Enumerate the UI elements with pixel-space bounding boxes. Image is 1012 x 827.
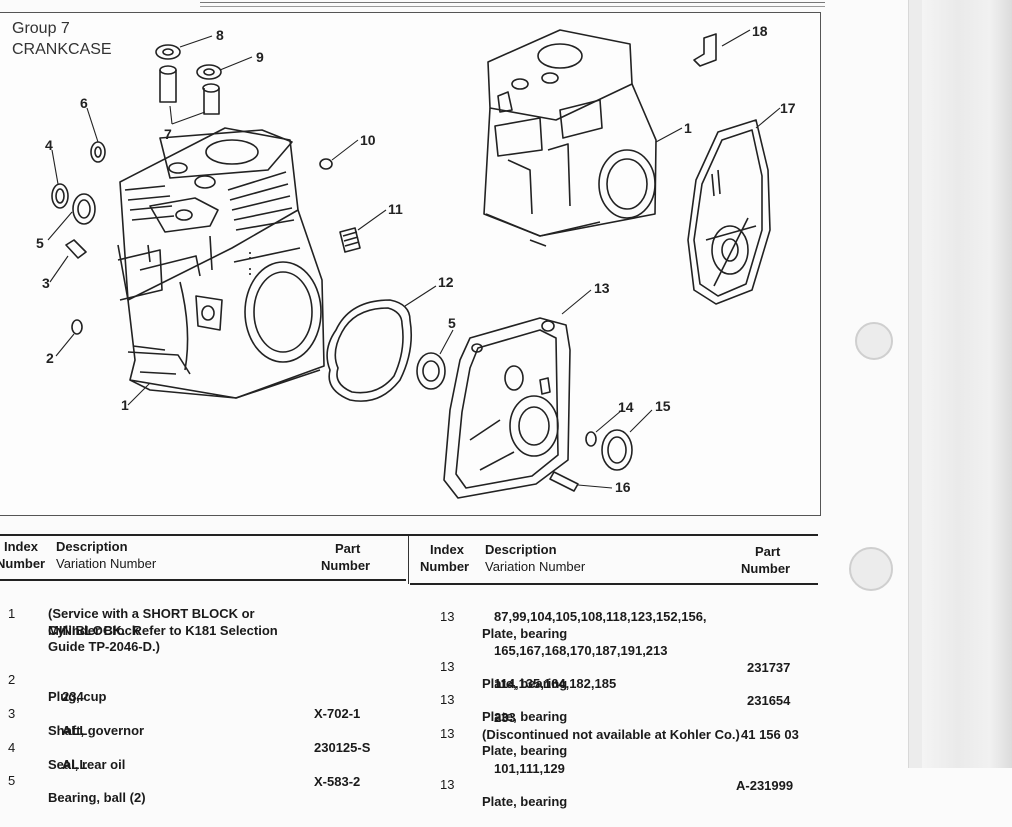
callout-11: 11: [388, 201, 403, 217]
exploded-parts-diagram: 8 9 7 6 4 5 3 2 1 10 11 12 5 13 14 15 16…: [36, 23, 796, 499]
plug-2: [71, 319, 83, 335]
table-row: 13 Plate, bearing: [440, 777, 568, 809]
row-index: 1: [8, 606, 16, 621]
table-row: 1 Cylinder Block: [0, 588, 406, 656]
shaft-3: [65, 239, 87, 259]
table-header-rule-right: [410, 583, 818, 585]
diagram-frame: [0, 12, 821, 516]
plug-10: [319, 158, 333, 170]
header-part-right: Part: [755, 544, 781, 559]
screen-11: [339, 227, 361, 253]
table-row-detail: 165,167,168,170,187,191,213 231737: [494, 643, 791, 675]
callout-6: 6: [80, 95, 88, 111]
header-description-left: Description: [56, 539, 128, 554]
row-description: Cylinder Block: [48, 623, 140, 638]
header-variation-right: Variation Number: [485, 559, 586, 574]
seal-15: [601, 429, 633, 471]
table-row-detail: 234 X-702-1: [62, 689, 361, 721]
pin-7a: [159, 70, 177, 103]
callout-12: 12: [438, 274, 454, 290]
header-partnumber-right: Number: [741, 561, 791, 576]
document-page: Group 7 CRANKCASE: [0, 0, 1012, 809]
callout-9: 9: [256, 49, 264, 65]
cylinder-block-right: [483, 29, 657, 247]
callout-7: 7: [164, 126, 172, 142]
callout-1-left: 1: [121, 397, 129, 413]
bracket-18: [693, 33, 717, 67]
table-top-rule: [0, 534, 818, 536]
callout-1-right: 1: [684, 120, 692, 136]
table-row-detail: 233 41 156 03: [494, 710, 799, 742]
header-part-left: Part: [335, 541, 361, 556]
page-margin: [922, 0, 1012, 768]
cylinder-block-left: [117, 127, 325, 399]
table-row: 13 Plate, bearing: [440, 692, 568, 724]
header-index-left: Index: [4, 539, 38, 554]
header-description-right: Description: [485, 542, 557, 557]
header-variation-left: Variation Number: [56, 556, 157, 571]
table-center-divider: [408, 536, 409, 584]
plug-6: [90, 141, 106, 163]
callout-2: 2: [46, 350, 54, 366]
seal-9: [196, 64, 222, 80]
pin-7b: [203, 88, 220, 115]
bearing-5-left: [72, 193, 96, 225]
seal-8: [155, 44, 181, 60]
callout-14: 14: [618, 399, 634, 415]
bearing-plate-13: [443, 317, 571, 499]
callout-16: 16: [615, 479, 631, 495]
table-row: 13 Plate, bearing: [440, 609, 568, 641]
table-row: 5 Bearing, ball (2): [8, 773, 146, 805]
table-row: 13 Plate, bearing: [440, 726, 568, 758]
table-row: 2 Plug, cup: [8, 672, 107, 704]
bearing-5-right: [416, 352, 446, 390]
seal-4: [51, 183, 69, 209]
header-partnumber-left: Number: [321, 558, 371, 573]
header-number-left: Number: [0, 556, 46, 571]
header-index-right: Index: [430, 542, 464, 557]
table-row-detail: ALL 230125-S: [62, 723, 371, 755]
gasket-12: [326, 299, 413, 402]
header-number-right: Number: [420, 559, 470, 574]
callout-8: 8: [216, 27, 224, 43]
binder-hole-lower: [849, 547, 893, 591]
callout-17: 17: [780, 100, 796, 116]
callout-18: 18: [752, 23, 768, 39]
table-row: 13 Plate, bearing: [440, 659, 568, 691]
page-edge-strip: [908, 0, 923, 768]
screw-16: [549, 471, 579, 492]
group-name: CRANKCASE: [12, 41, 112, 58]
callout-5-left: 5: [36, 235, 44, 251]
washer-14: [585, 431, 597, 447]
group-label: Group 7: [12, 20, 70, 37]
callout-4: 4: [45, 137, 53, 153]
cover-17: [687, 119, 771, 305]
callout-10: 10: [360, 132, 376, 148]
table-header-rule-left: [0, 579, 406, 581]
callout-3: 3: [42, 275, 50, 291]
callout-15: 15: [655, 398, 671, 414]
callout-13: 13: [594, 280, 610, 296]
table-row-detail: 114,135,164,182,185 231654: [494, 676, 791, 708]
callout-5-right: 5: [448, 315, 456, 331]
top-rule: [200, 2, 825, 7]
table-row: 3 Shaft, governor: [8, 706, 145, 738]
group-title: Group 7 CRANKCASE: [12, 18, 112, 60]
binder-hole-upper: [855, 322, 893, 360]
